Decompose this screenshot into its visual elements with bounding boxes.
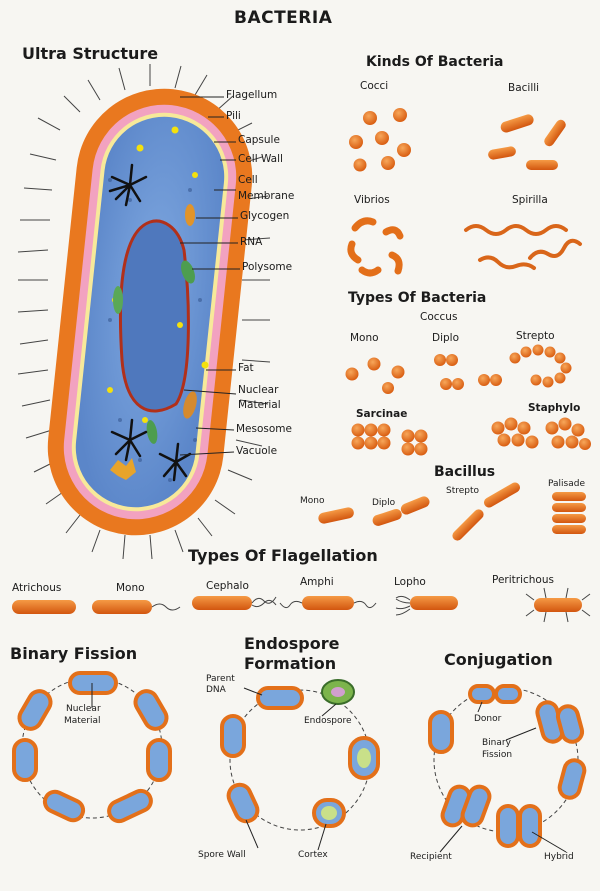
label-hybrid: Hybrid xyxy=(544,852,574,862)
spirilla-cluster xyxy=(464,224,582,270)
ultra-leader-lines xyxy=(179,96,240,456)
label-fat: Fat xyxy=(238,362,254,374)
label-cell-wall: Cell Wall xyxy=(238,153,283,165)
vibrios-cluster xyxy=(347,217,404,277)
types-heading: Types Of Bacteria xyxy=(348,290,487,306)
label-cell: Cell xyxy=(238,174,258,186)
endospore-ring xyxy=(220,679,380,851)
label-fission: Fission xyxy=(482,750,513,760)
label-material: Material xyxy=(238,399,281,411)
mono-coccus xyxy=(345,357,405,394)
label-recipient: Recipient xyxy=(410,852,452,862)
label-lopho: Lopho xyxy=(394,576,426,588)
flagellation-rods xyxy=(12,587,591,623)
label-glycogen: Glycogen xyxy=(240,210,290,222)
label-cortex: Cortex xyxy=(298,850,328,860)
mesosome-icon xyxy=(108,163,192,482)
label-staphylo: Staphylo xyxy=(528,402,581,414)
label-capsule: Capsule xyxy=(238,134,280,146)
kinds-heading: Kinds Of Bacteria xyxy=(366,54,504,70)
label-polysome: Polysome xyxy=(242,261,293,273)
endospore-heading-1: Endospore xyxy=(244,634,340,653)
bacillus-forms xyxy=(318,482,586,541)
strepto-coccus xyxy=(509,344,572,388)
label-pili: Pili xyxy=(226,110,241,122)
label-bf-nuclear: Nuclear xyxy=(66,704,101,714)
label-cocci: Cocci xyxy=(360,80,389,92)
label-donor: Donor xyxy=(474,714,502,724)
conjugation-heading: Conjugation xyxy=(444,650,553,669)
diplo-coccus xyxy=(434,354,502,390)
label-bf-material: Material xyxy=(64,716,101,726)
label-vacuole: Vacuole xyxy=(236,445,278,457)
binary-fission-ring xyxy=(12,671,172,824)
cocci-cluster xyxy=(349,108,411,172)
label-sarcinae: Sarcinae xyxy=(356,408,408,420)
page-title: BACTERIA xyxy=(234,8,333,28)
flagellation-heading: Types Of Flagellation xyxy=(188,546,378,565)
label-endospore: Endospore xyxy=(304,716,352,726)
sarcinae-cluster xyxy=(351,423,428,456)
ultra-structure-cell xyxy=(17,64,271,560)
label-flagellum: Flagellum xyxy=(226,89,278,101)
label-amphi: Amphi xyxy=(300,576,334,588)
staphylo-cluster xyxy=(491,417,591,450)
label-diplo-bacillus: Diplo xyxy=(372,498,396,508)
label-coccus: Coccus xyxy=(420,311,458,323)
binary-fission-heading: Binary Fission xyxy=(10,644,138,663)
bacillus-heading: Bacillus xyxy=(434,464,496,480)
label-bacilli: Bacilli xyxy=(508,82,540,94)
label-strepto-bacillus: Strepto xyxy=(446,486,480,496)
endospore-heading-2: Formation xyxy=(244,654,337,673)
label-atrichous: Atrichous xyxy=(12,582,62,594)
label-mono-coccus: Mono xyxy=(350,332,379,344)
label-mono-flag: Mono xyxy=(116,582,145,594)
label-peritrichous: Peritrichous xyxy=(492,574,554,586)
label-diplo-coccus: Diplo xyxy=(432,332,460,344)
label-parent: Parent xyxy=(206,674,235,684)
bacilli-cluster xyxy=(488,114,566,170)
label-vibrios: Vibrios xyxy=(354,194,390,206)
label-membrane: Membrane xyxy=(238,190,295,202)
ultra-structure-heading: Ultra Structure xyxy=(22,44,159,63)
label-dna: DNA xyxy=(206,685,226,695)
label-mono-bacillus: Mono xyxy=(300,496,325,506)
label-spore-wall: Spore Wall xyxy=(198,850,246,860)
label-rna: RNA xyxy=(240,236,263,248)
label-nuclear: Nuclear xyxy=(238,384,279,396)
label-mesosome: Mesosome xyxy=(236,423,292,435)
label-binary: Binary xyxy=(482,738,511,748)
label-spirilla: Spirilla xyxy=(512,194,548,206)
label-cephalo: Cephalo xyxy=(206,580,249,592)
label-palisade: Palisade xyxy=(548,479,585,489)
conjugation-ring xyxy=(428,684,587,853)
label-strepto-coccus: Strepto xyxy=(516,330,555,342)
